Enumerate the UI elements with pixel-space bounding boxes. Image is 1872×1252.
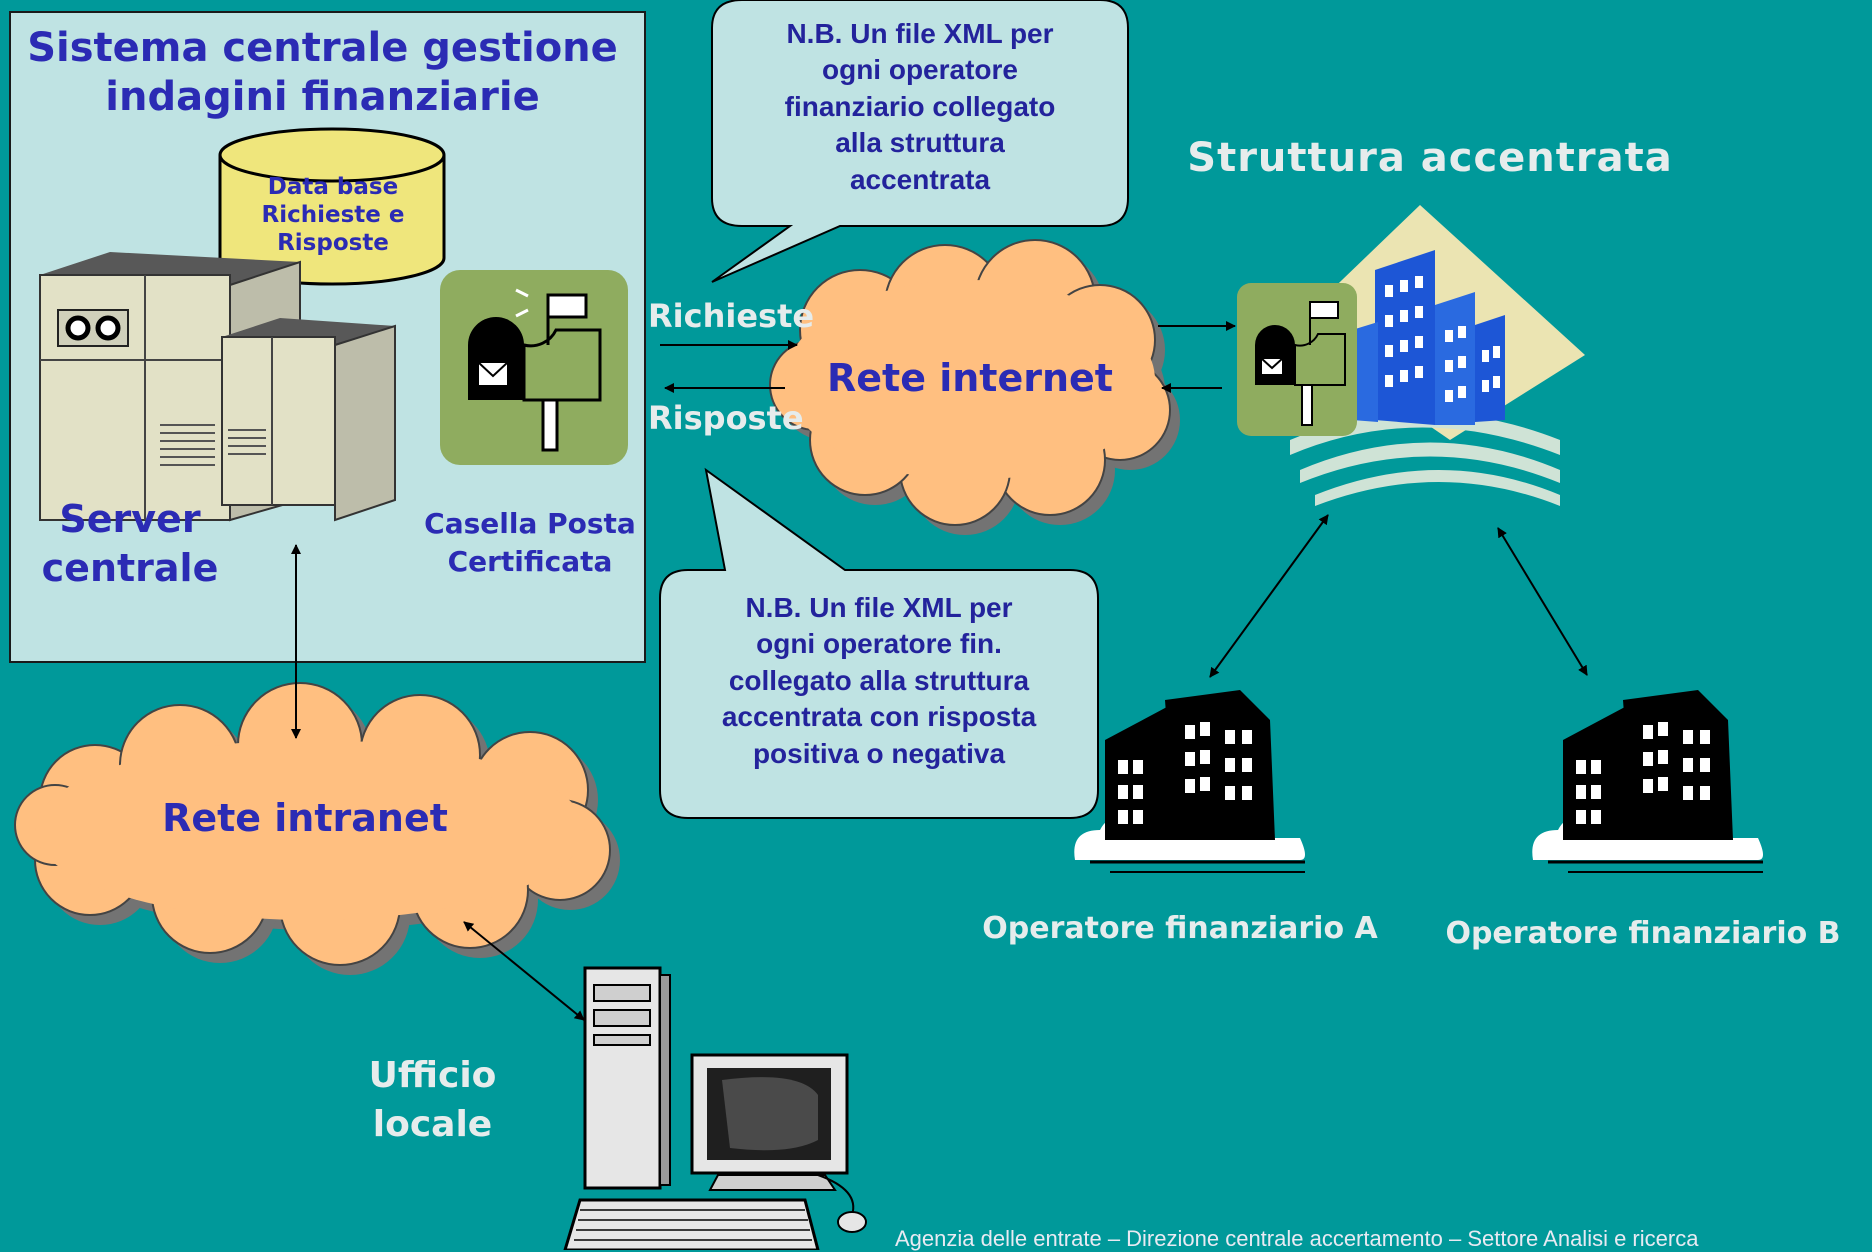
- operator-b-label: Operatore finanziario B: [1445, 916, 1841, 951]
- local-office-computer-icon: [563, 966, 867, 1250]
- callout-bottom-line2: ogni operatore fin.: [756, 628, 1002, 660]
- database-label: Data base Richieste e Risposte: [228, 173, 438, 257]
- centralized-structure-building-icon: [1290, 205, 1585, 506]
- local-office-label: Ufficio locale: [330, 1052, 535, 1149]
- database-icon: [218, 127, 446, 286]
- mailbox-icon: [440, 270, 628, 465]
- internet-cloud: [769, 239, 1180, 535]
- server-label-line1: Server: [59, 497, 201, 541]
- callout-top-bubble: [711, 0, 1129, 283]
- requests-label: Richieste: [648, 297, 815, 335]
- mailbox-label-line1: Casella Posta: [424, 507, 636, 540]
- callout-bottom-line3: collegato alla struttura: [728, 664, 1030, 696]
- database-label-line3: Risposte: [277, 230, 389, 257]
- central-system-title: Sistema centrale gestione indagini finan…: [25, 24, 620, 122]
- callout-bottom-bubble: [659, 467, 1099, 819]
- internet-label: Rete internet: [827, 356, 1113, 400]
- operator-a-building-icon: [1074, 690, 1305, 873]
- callout-top-line4: alla struttura: [835, 127, 1005, 159]
- callout-top-text: N.B. Un file XML per ogni operatore fina…: [712, 16, 1128, 198]
- server-label: Server centrale: [20, 495, 240, 594]
- intranet-label: Rete intranet: [162, 796, 448, 840]
- intranet-office-link: [463, 921, 585, 1021]
- structure-operator-a-link: [1209, 514, 1329, 678]
- operator-a-label: Operatore finanziario A: [982, 911, 1378, 946]
- structure-operator-b-link: [1497, 527, 1588, 676]
- database-label-line1: Data base: [267, 174, 399, 200]
- database-label-line2: Richieste e: [261, 202, 405, 229]
- operator-b-building-icon: [1532, 690, 1763, 873]
- callout-bottom-line1: N.B. Un file XML per: [745, 592, 1013, 623]
- centralized-structure-label: Struttura accentrata: [1187, 135, 1673, 181]
- callout-bottom-text: N.B. Un file XML per ogni operatore fin.…: [660, 590, 1098, 772]
- structure-mailbox-icon: [1237, 283, 1357, 436]
- callout-bottom-line5: positiva o negativa: [752, 737, 1006, 769]
- local-office-label-line2: locale: [372, 1103, 493, 1145]
- footer-text: Agenzia delle entrate – Direzione centra…: [895, 1226, 1699, 1251]
- mailbox-label-line2: Certificata: [447, 544, 613, 578]
- callout-top-line5: accentrata: [849, 163, 991, 195]
- local-office-label-line1: Ufficio: [368, 1055, 497, 1096]
- intranet-cloud: [14, 682, 620, 975]
- callout-bottom-line4: accentrata con risposta: [721, 701, 1037, 733]
- central-system-title-line1: Sistema centrale gestione: [27, 25, 618, 71]
- callout-top-line1: N.B. Un file XML per: [786, 18, 1054, 49]
- responses-label: Risposte: [648, 399, 804, 437]
- callout-top-line3: finanziario collegato: [784, 90, 1056, 122]
- callout-top-line2: ogni operatore: [821, 54, 1018, 86]
- mailbox-label: Casella Posta Certificata: [415, 505, 645, 581]
- central-system-title-line2: indagini finanziarie: [105, 73, 540, 120]
- server-label-line2: centrale: [41, 546, 219, 591]
- server-icon: [39, 252, 396, 522]
